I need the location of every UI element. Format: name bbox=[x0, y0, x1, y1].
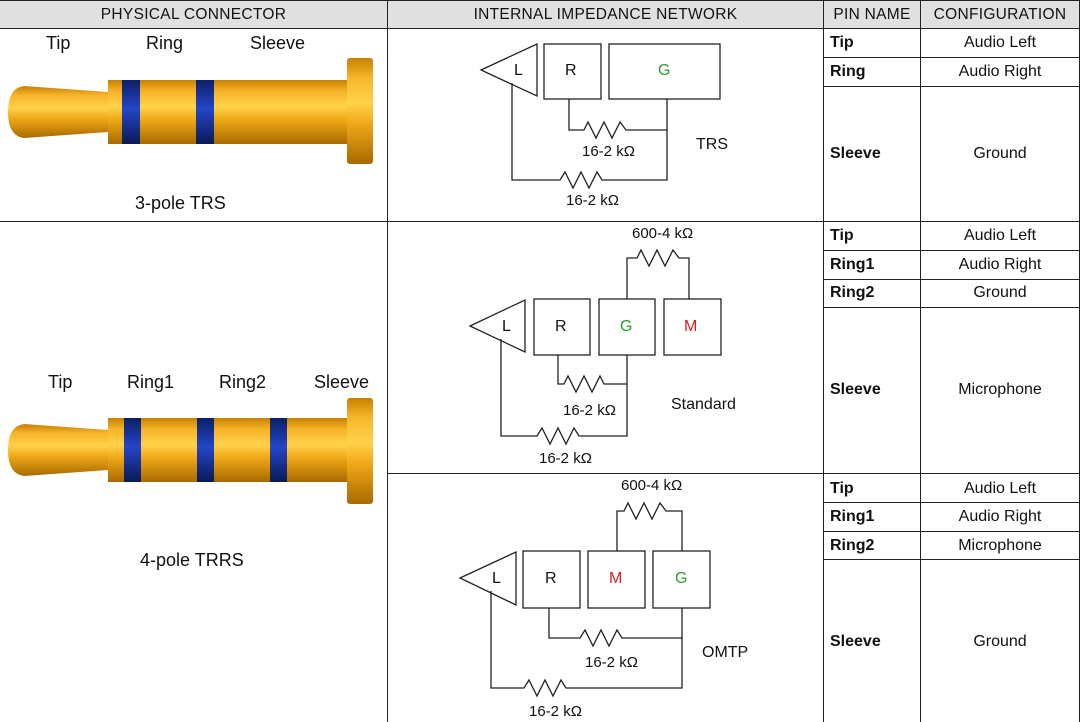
header-pin-name: PIN NAME bbox=[833, 6, 911, 23]
trs-config-ring: Audio Right bbox=[958, 63, 1042, 80]
standard-box-g: G bbox=[620, 318, 633, 335]
omtp-pin-ring1: Ring1 bbox=[830, 508, 875, 525]
standard-pin-tip: Tip bbox=[830, 227, 854, 244]
trs-plug-name: 3-pole TRS bbox=[135, 193, 226, 213]
omtp-config-tip: Audio Left bbox=[963, 480, 1037, 497]
omtp-pin-sleeve: Sleeve bbox=[830, 633, 881, 650]
header-physical-connector: PHYSICAL CONNECTOR bbox=[100, 6, 287, 23]
header-internal-impedance-network: INTERNAL IMPEDANCE NETWORK bbox=[473, 6, 738, 23]
standard-resistor-top-label: 16-2 kΩ bbox=[563, 402, 616, 419]
trs-box-r: R bbox=[565, 62, 577, 79]
trs-pin-ring: Ring bbox=[830, 63, 866, 80]
standard-pin-ring2: Ring2 bbox=[830, 284, 875, 301]
trs-resistor-bottom-label: 16-2 kΩ bbox=[566, 192, 619, 209]
trs-type-label: TRS bbox=[696, 136, 728, 153]
trs-label-sleeve: Sleeve bbox=[250, 33, 306, 53]
trs-label-ring: Ring bbox=[146, 33, 184, 53]
trrs-label-tip: Tip bbox=[48, 372, 73, 392]
trs-box-g: G bbox=[658, 62, 671, 79]
standard-resistor-mic-label: 600-4 kΩ bbox=[632, 225, 694, 242]
trs-config-sleeve: Ground bbox=[973, 145, 1027, 162]
trs-pin-tip: Tip bbox=[830, 34, 854, 51]
trs-circuit bbox=[479, 42, 721, 190]
omtp-resistor-bottom-label: 16-2 kΩ bbox=[529, 703, 582, 720]
omtp-circuit bbox=[458, 501, 711, 698]
omtp-box-l: L bbox=[492, 570, 501, 587]
omtp-pin-tip: Tip bbox=[830, 480, 854, 497]
header-configuration: CONFIGURATION bbox=[933, 6, 1067, 23]
standard-type-label: Standard bbox=[671, 396, 736, 413]
standard-box-l: L bbox=[502, 318, 511, 335]
trs-resistor-top-label: 16-2 kΩ bbox=[582, 143, 635, 160]
omtp-pin-ring2: Ring2 bbox=[830, 537, 875, 554]
standard-pin-ring1: Ring1 bbox=[830, 256, 875, 273]
omtp-box-g: G bbox=[675, 570, 688, 587]
standard-config-ring2: Ground bbox=[973, 284, 1027, 301]
standard-box-m: M bbox=[684, 318, 698, 335]
standard-config-ring1: Audio Right bbox=[958, 256, 1042, 273]
trs-pin-sleeve: Sleeve bbox=[830, 145, 881, 162]
omtp-box-m: M bbox=[609, 570, 623, 587]
standard-config-tip: Audio Left bbox=[963, 227, 1037, 244]
trrs-label-sleeve: Sleeve bbox=[314, 372, 370, 392]
omtp-resistor-mic-label: 600-4 kΩ bbox=[621, 477, 683, 494]
trs-config-tip: Audio Left bbox=[963, 34, 1037, 51]
omtp-resistor-top-label: 16-2 kΩ bbox=[585, 654, 638, 671]
trs-label-tip: Tip bbox=[46, 33, 71, 53]
standard-pin-sleeve: Sleeve bbox=[830, 381, 881, 398]
standard-config-sleeve: Microphone bbox=[958, 381, 1042, 398]
standard-resistor-bottom-label: 16-2 kΩ bbox=[539, 450, 592, 467]
omtp-config-ring2: Microphone bbox=[958, 537, 1042, 554]
omtp-box-r: R bbox=[545, 570, 557, 587]
trs-box-l: L bbox=[514, 62, 523, 79]
trrs-plug-image bbox=[8, 398, 373, 504]
standard-circuit bbox=[468, 248, 722, 446]
trrs-label-ring2: Ring2 bbox=[219, 372, 267, 392]
standard-box-r: R bbox=[555, 318, 567, 335]
trrs-label-ring1: Ring1 bbox=[127, 372, 175, 392]
trrs-plug-name: 4-pole TRRS bbox=[140, 550, 244, 570]
trs-plug-image bbox=[8, 58, 373, 164]
omtp-config-sleeve: Ground bbox=[973, 633, 1027, 650]
omtp-config-ring1: Audio Right bbox=[958, 508, 1042, 525]
omtp-type-label: OMTP bbox=[702, 644, 749, 661]
